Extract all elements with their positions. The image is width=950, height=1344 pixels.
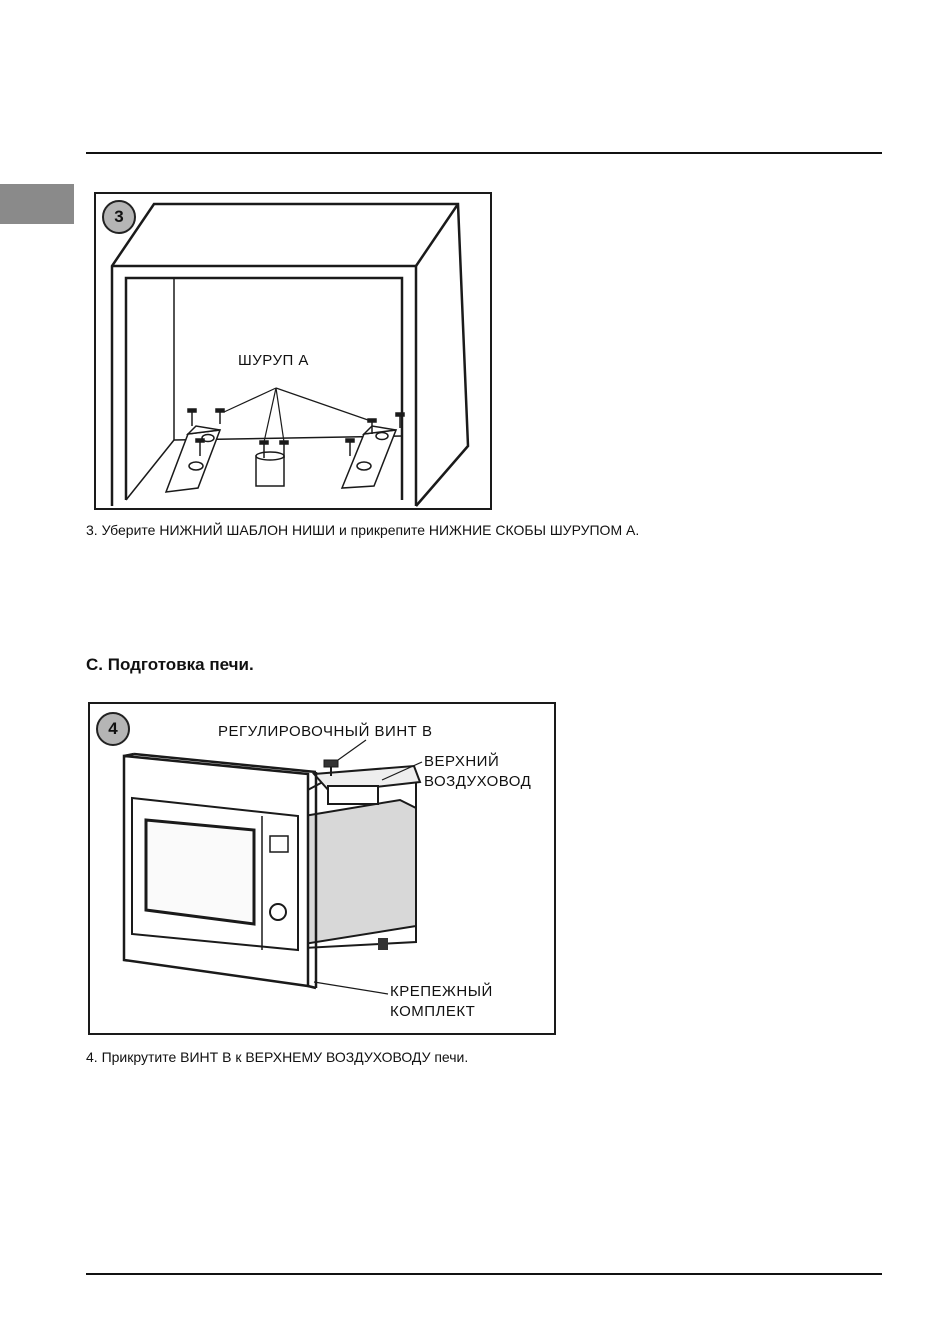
footer-rule xyxy=(86,1273,882,1275)
figure-4-oven-preparation: 4 РЕГУЛИРОВОЧНЫЙ ВИНТ В ВЕРХНИЙ ВОЗДУХОВ… xyxy=(88,702,556,1035)
figure-4-caption: 4. Прикрутите ВИНТ В к ВЕРХНЕМУ ВОЗДУХОВ… xyxy=(86,1049,468,1065)
mount-kit-label-line2: КОМПЛЕКТ xyxy=(390,1002,475,1022)
side-section-tab xyxy=(0,184,74,224)
upper-duct-label-line1: ВЕРХНИЙ xyxy=(424,752,499,772)
adjust-screw-b-label: РЕГУЛИРОВОЧНЫЙ ВИНТ В xyxy=(218,722,433,742)
center-bracket-block xyxy=(256,452,284,486)
upper-duct-label-line2: ВОЗДУХОВОД xyxy=(424,772,531,792)
figure-3-number-badge: 3 xyxy=(102,200,136,234)
figure-4-number-badge: 4 xyxy=(96,712,130,746)
header-rule xyxy=(86,152,882,154)
figure-3-cabinet-niche: 3 ШУРУП А xyxy=(94,192,492,510)
section-heading: C. Подготовка печи. xyxy=(86,655,254,675)
figure-3-caption: 3. Уберите НИЖНИЙ ШАБЛОН НИШИ и прикрепи… xyxy=(86,522,639,538)
mount-kit-label-line1: КРЕПЕЖНЫЙ xyxy=(390,982,493,1002)
right-bottom-bracket xyxy=(342,426,396,488)
screw-a-label: ШУРУП А xyxy=(238,351,309,371)
